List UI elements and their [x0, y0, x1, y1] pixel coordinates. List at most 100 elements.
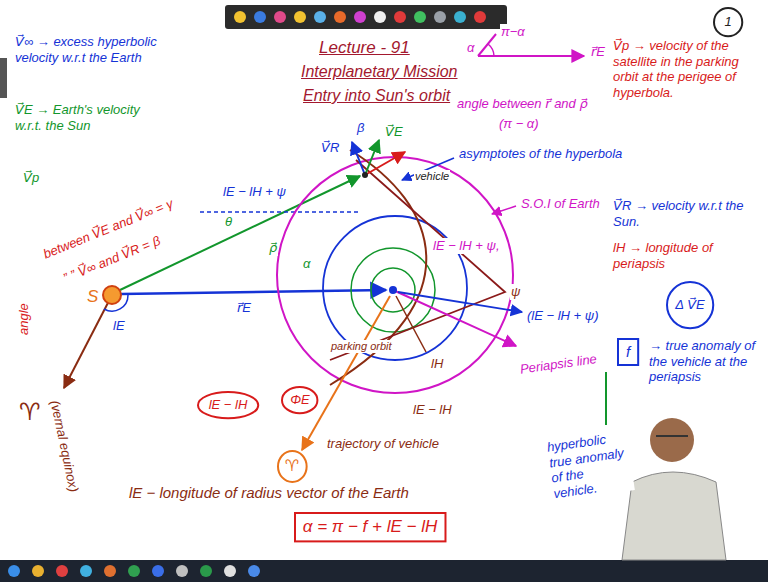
handwritten-label: angle: [16, 302, 32, 336]
node-content: Δ V⃗E: [675, 297, 704, 313]
earth-radius-vector: [121, 290, 386, 294]
box-outline: [618, 339, 638, 365]
vehicle: [362, 172, 368, 178]
toolbar-icon: [334, 11, 346, 23]
handwritten-label: r⃗E: [590, 44, 606, 60]
handwritten-label: V⃗∞ → excess hyperbolic velocity w.r.t t…: [14, 34, 166, 65]
boxed-expression: f: [617, 338, 639, 366]
taskbar-icon: [200, 565, 212, 577]
toolbar-icon: [414, 11, 426, 23]
toolbar-icon: [294, 11, 306, 23]
handwritten-label: (vernal equinox): [47, 398, 82, 494]
handwritten-label: ρ⃗: [268, 240, 278, 256]
toolbar-icon: [454, 11, 466, 23]
leader-line: [492, 206, 516, 214]
node-text: 1: [724, 14, 731, 30]
node-text: f: [626, 343, 630, 361]
velocity-vector: [365, 140, 379, 175]
orbit-circle: [351, 248, 435, 332]
handwritten-label: lE: [112, 318, 126, 334]
periapsis-line: [393, 290, 516, 346]
lecturer-glasses: [656, 435, 688, 437]
taskbar-icon: [152, 565, 164, 577]
soi-circle: [277, 157, 513, 393]
handwritten-label: V⃗R → velocity w.r.t the Sun.: [612, 198, 760, 229]
toolbar-icon: [274, 11, 286, 23]
handwritten-label: (lE − lH + ψ): [526, 308, 600, 324]
handwritten-label: V⃗E → Earth's velocity w.r.t. the Sun: [14, 102, 166, 133]
taskbar-icon: [248, 565, 260, 577]
handwritten-label: β: [356, 120, 365, 136]
node-content: 1: [724, 14, 731, 30]
handwritten-label: π−α: [500, 24, 526, 40]
node-text: ♈: [285, 456, 299, 475]
toolbar-icon: [234, 11, 246, 23]
taskbar-icon: [224, 565, 236, 577]
pen-toolbar: [225, 5, 507, 29]
toolbar-icon: [474, 11, 486, 23]
circle-outline: [282, 387, 317, 413]
taskbar-icon: [128, 565, 140, 577]
handwritten-label: ψ: [510, 284, 521, 300]
circle-outline: [198, 392, 258, 418]
handwritten-label: Entry into Sun's orbit: [302, 86, 451, 105]
angle-ray: [478, 34, 496, 56]
velocity-vector: [365, 152, 405, 175]
handwritten-label: trajectory of vehicle: [326, 436, 440, 452]
handwritten-label: lE − lH + ψ,: [432, 238, 501, 254]
circle-outline: [714, 8, 742, 36]
node-text: lE − lH: [209, 397, 248, 413]
parking-orbit: [371, 268, 415, 312]
hyperbolic-trajectory: [330, 150, 426, 385]
handwritten-label: V⃗p: [22, 170, 40, 186]
taskbar-icon: [176, 565, 188, 577]
node-text: Δ V⃗E: [675, 297, 704, 313]
sun: [103, 286, 121, 304]
handwritten-label: → true anomaly of the vehicle at the per…: [648, 338, 762, 385]
toolbar-icon: [374, 11, 386, 23]
handwritten-label: hyperbolic true anomaly of the vehicle.: [545, 429, 635, 502]
taskbar-icon: [32, 565, 44, 577]
handwritten-label: S: [86, 287, 99, 307]
handwritten-label: α: [466, 40, 475, 56]
lecturer-body: [622, 472, 726, 560]
handwritten-label: V⃗R: [320, 140, 340, 156]
handwritten-label: lH → longitude of periapsis: [612, 240, 760, 271]
circled-symbol: lE − lH: [197, 391, 259, 419]
handwritten-label: S.O.I of Earth: [520, 196, 601, 212]
handwritten-label: θ: [224, 214, 233, 230]
lecturer-head: [650, 418, 694, 462]
node-content: α = π − f + lE − lH: [303, 517, 437, 537]
toolbar-icon: [314, 11, 326, 23]
taskbar-icon: [56, 565, 68, 577]
boxed-expression: α = π − f + lE − lH: [294, 512, 446, 542]
handwritten-label: V⃗E: [384, 124, 404, 140]
handwritten-label: angle between r⃗ and ρ⃗: [456, 96, 589, 112]
velocity-vector: [352, 142, 365, 175]
toolbar-icon: [354, 11, 366, 23]
handwritten-label: vehicle: [414, 170, 450, 183]
circle-outline: [278, 451, 307, 482]
handwritten-label: lH: [430, 356, 444, 372]
node-content: lE − lH: [209, 397, 248, 413]
taskbar-icon: [104, 565, 116, 577]
handwritten-label: α: [302, 256, 311, 272]
handwritten-label: ♈: [18, 398, 42, 427]
taskbar-icon: [8, 565, 20, 577]
handwritten-label: lE − lH + ψ: [222, 184, 287, 200]
toolbar-icon: [254, 11, 266, 23]
handwritten-label: r⃗E: [236, 300, 252, 316]
bracket: [605, 372, 607, 425]
node-content: f: [626, 343, 630, 361]
longitude-line: [396, 296, 426, 352]
circled-symbol: Δ V⃗E: [666, 281, 714, 329]
handwritten-label: lE − lH: [412, 402, 453, 418]
taskbar: [0, 560, 768, 582]
circled-symbol: ♈: [277, 450, 308, 483]
angle-pointer: [398, 292, 522, 312]
angle-arc: [488, 44, 494, 56]
handwritten-label: asymptotes of the hyperbola: [458, 146, 623, 162]
handwritten-label: lE − longitude of radius vector of the E…: [128, 484, 410, 502]
toolbar-icon: [394, 11, 406, 23]
